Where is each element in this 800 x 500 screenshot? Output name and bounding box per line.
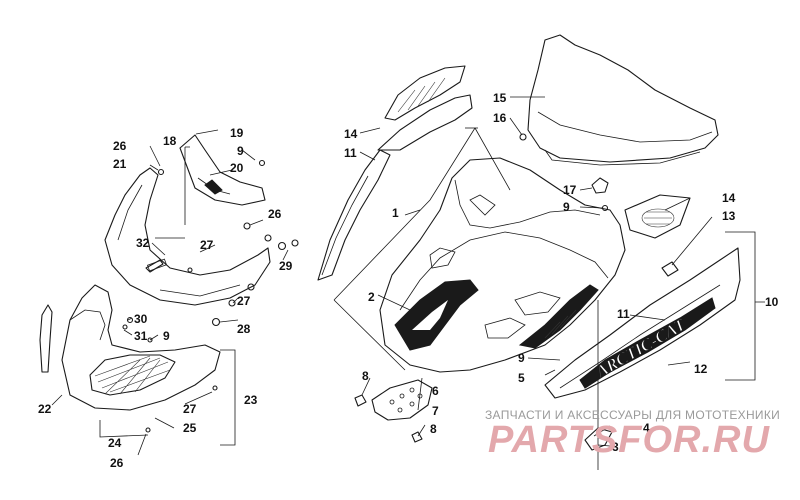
callout-16: 16 — [493, 111, 507, 125]
grill-strip — [39, 304, 53, 373]
right-vent-panel — [624, 194, 691, 239]
callout-2: 2 — [368, 290, 375, 304]
callout-9b: 9 — [163, 329, 170, 343]
callout-18: 18 — [163, 134, 177, 148]
callout-24: 24 — [108, 436, 122, 450]
callout-27a: 27 — [200, 238, 214, 252]
callout-27c: 27 — [183, 402, 197, 416]
callout-14a: 14 — [344, 127, 358, 141]
watermark: ЗАПЧАСТИ И АКСЕССУАРЫ ДЛЯ МОТОТЕХНИКИ PA… — [485, 408, 780, 461]
callout-8b: 8 — [430, 422, 437, 436]
callout-6: 6 — [432, 384, 439, 398]
callout-15: 15 — [493, 91, 507, 105]
callout-5: 5 — [518, 371, 525, 385]
callout-10: 10 — [765, 295, 779, 309]
leader-lines — [51, 96, 765, 470]
callout-14b: 14 — [722, 191, 736, 205]
upper-nose-cover — [179, 134, 266, 206]
callout-25: 25 — [183, 421, 197, 435]
watermark-subtitle: ЗАПЧАСТИ И АКСЕССУАРЫ ДЛЯ МОТОТЕХНИКИ — [485, 408, 780, 422]
callout-26a: 26 — [113, 139, 127, 153]
callout-32: 32 — [136, 236, 150, 250]
latch-parts — [584, 261, 679, 451]
callout-22: 22 — [38, 402, 52, 416]
hood — [379, 157, 626, 373]
callout-12: 12 — [694, 362, 708, 376]
callout-27b: 27 — [237, 294, 251, 308]
callout-26c: 26 — [110, 456, 124, 470]
callout-1: 1 — [392, 206, 399, 220]
callout-29: 29 — [279, 259, 293, 273]
callout-31: 31 — [134, 329, 148, 343]
callout-11b: 11 — [617, 307, 630, 321]
left-side-panel-upper — [377, 65, 473, 151]
lower-grill-panel — [61, 284, 221, 411]
watermark-brand: PARTSFOR.RU — [488, 419, 770, 461]
callout-7: 7 — [432, 404, 439, 418]
left-rail — [317, 149, 391, 281]
callout-21: 21 — [113, 157, 127, 171]
callout-19: 19 — [230, 126, 244, 140]
callout-26b: 26 — [268, 207, 282, 221]
callout-4: 4 — [643, 421, 650, 435]
callout-17: 17 — [563, 183, 577, 197]
callout-8a: 8 — [362, 369, 369, 383]
right-side-panel: ARCTIC-CAT — [544, 247, 741, 399]
windshield — [527, 34, 719, 166]
left-fasteners — [122, 159, 299, 433]
callout-9d: 9 — [518, 351, 525, 365]
arctic-cat-decal: ARCTIC-CAT — [592, 315, 690, 382]
callout-28: 28 — [237, 322, 251, 336]
callout-13: 13 — [722, 209, 736, 223]
callout-20: 20 — [230, 161, 244, 175]
callout-11a: 11 — [344, 146, 357, 160]
callout-23: 23 — [244, 393, 258, 407]
callout-30: 30 — [134, 312, 148, 326]
callout-labels: 1 2 3 4 5 6 7 8 8 9 9 9 9 10 11 11 12 13… — [38, 91, 779, 470]
callout-3: 3 — [612, 440, 619, 454]
nose-bumper — [104, 167, 271, 306]
callout-9c: 9 — [563, 200, 570, 214]
callout-9a: 9 — [237, 144, 244, 158]
